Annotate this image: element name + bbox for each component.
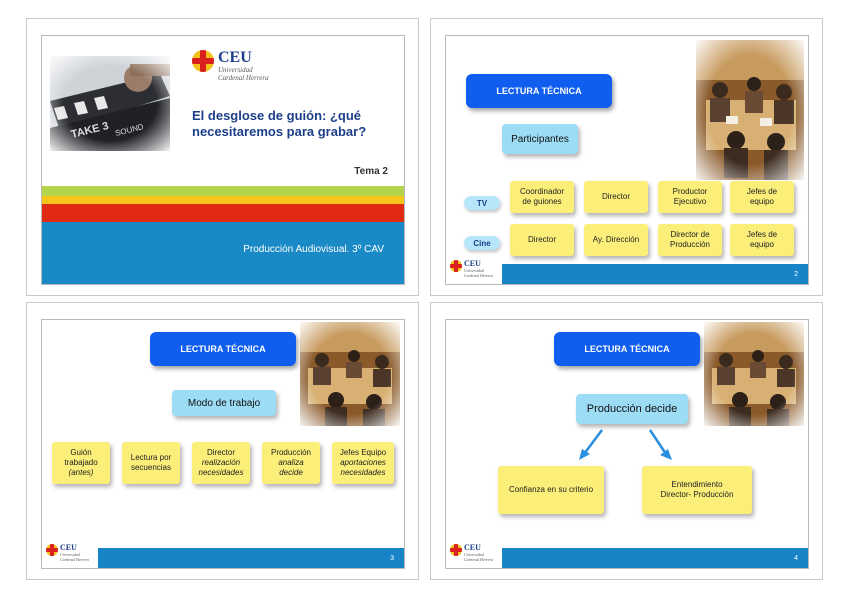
title-line-2: necesitaremos para grabar? [192,124,366,140]
cell-guion: Guión trabajado (antes) [52,442,110,484]
jefes-italic: aportaciones necesidades [340,458,386,478]
ceu-logo-small: CEU Universidad Cardenal Herrera [46,544,89,562]
slide-frame-2[interactable]: LECTURA TÉCNICA Participantes TV Coordin… [430,18,823,296]
page-footer: 4 [502,548,808,568]
arrows [446,320,809,569]
stripe-yellow [42,196,405,204]
ceu-logo-small: CEU Universidad Cardenal Herrera [450,544,493,562]
produccion-italic: analiza decide [278,458,303,478]
logo-line1: Universidad [218,66,269,74]
arrow-left-icon [584,430,602,454]
page-footer: 2 [502,264,808,284]
ceu-logo-small: CEU Universidad Cardenal Herrera [450,260,493,278]
lectura-tecnica-button: LECTURA TÉCNICA [150,332,296,366]
clapperboard-photo: TAKE 3 SOUND [50,56,170,151]
logo-name: CEU [218,50,269,66]
ceu-cross-icon [192,50,214,72]
meeting-photo [300,322,400,426]
cell-tv-2: Director [584,181,648,213]
page-number: 2 [794,271,798,278]
modo-de-trabajo-box: Modo de trabajo [172,390,276,416]
cell-cine-2: Ay. Dirección [584,224,648,256]
logo-name: CEU [60,544,89,552]
participantes-box: Participantes [502,124,578,154]
confianza-box: Confianza en su criterio [498,466,604,514]
logo-line2: Cardenal Herrera [60,557,89,562]
page-number: 4 [794,555,798,562]
cell-lectura: Lectura por secuencias [122,442,180,484]
row-label-cine: Cine [464,236,500,250]
ceu-logo: CEU Universidad Cardenal Herrera [192,50,269,82]
arrow-right-icon [650,430,666,454]
cell-jefes: Jefes Equipo aportaciones necesidades [332,442,394,484]
slide-frame-4[interactable]: LECTURA TÉCNICA Producción decide Confia… [430,302,823,580]
slide-1: TAKE 3 SOUND CEU Universidad Cardenal He… [41,35,405,285]
logo-line2: Cardenal Herrera [218,74,269,82]
lectura-tecnica-button: LECTURA TÉCNICA [466,74,612,108]
ceu-cross-icon [450,544,462,556]
entendimiento-box: Entendimiento Director- Producción [642,466,752,514]
arrow-left-head [579,449,590,460]
logo-name: CEU [464,260,493,268]
ceu-cross-icon [450,260,462,272]
slide-frame-1[interactable]: TAKE 3 SOUND CEU Universidad Cardenal He… [26,18,419,296]
ceu-cross-icon [46,544,58,556]
title-line-1: El desglose de guión: ¿qué [192,108,366,124]
cell-cine-1: Director [510,224,574,256]
row-label-tv: TV [464,196,500,210]
slide-3: LECTURA TÉCNICA Modo de trabajo Guión tr… [41,319,405,569]
stripe-green [42,186,405,196]
director-italic: realización necesidades [199,458,244,478]
logo-line2: Cardenal Herrera [464,557,493,562]
cell-produccion: Producción analiza decide [262,442,320,484]
page-footer: 3 [98,548,404,568]
slide-frame-3[interactable]: LECTURA TÉCNICA Modo de trabajo Guión tr… [26,302,419,580]
tema-label: Tema 2 [354,166,388,177]
course-label: Producción Audiovisual. 3º CAV [243,244,384,255]
stripe-red [42,204,405,222]
cell-director: Director realización necesidades [192,442,250,484]
meeting-photo [696,40,804,180]
logo-line2: Cardenal Herrera [464,273,493,278]
arrow-right-head [660,449,672,460]
page-number: 3 [390,555,394,562]
slide-4: LECTURA TÉCNICA Producción decide Confia… [445,319,809,569]
logo-name: CEU [464,544,493,552]
slide-title: El desglose de guión: ¿qué necesitaremos… [192,108,366,140]
slide-2: LECTURA TÉCNICA Participantes TV Coordin… [445,35,809,285]
